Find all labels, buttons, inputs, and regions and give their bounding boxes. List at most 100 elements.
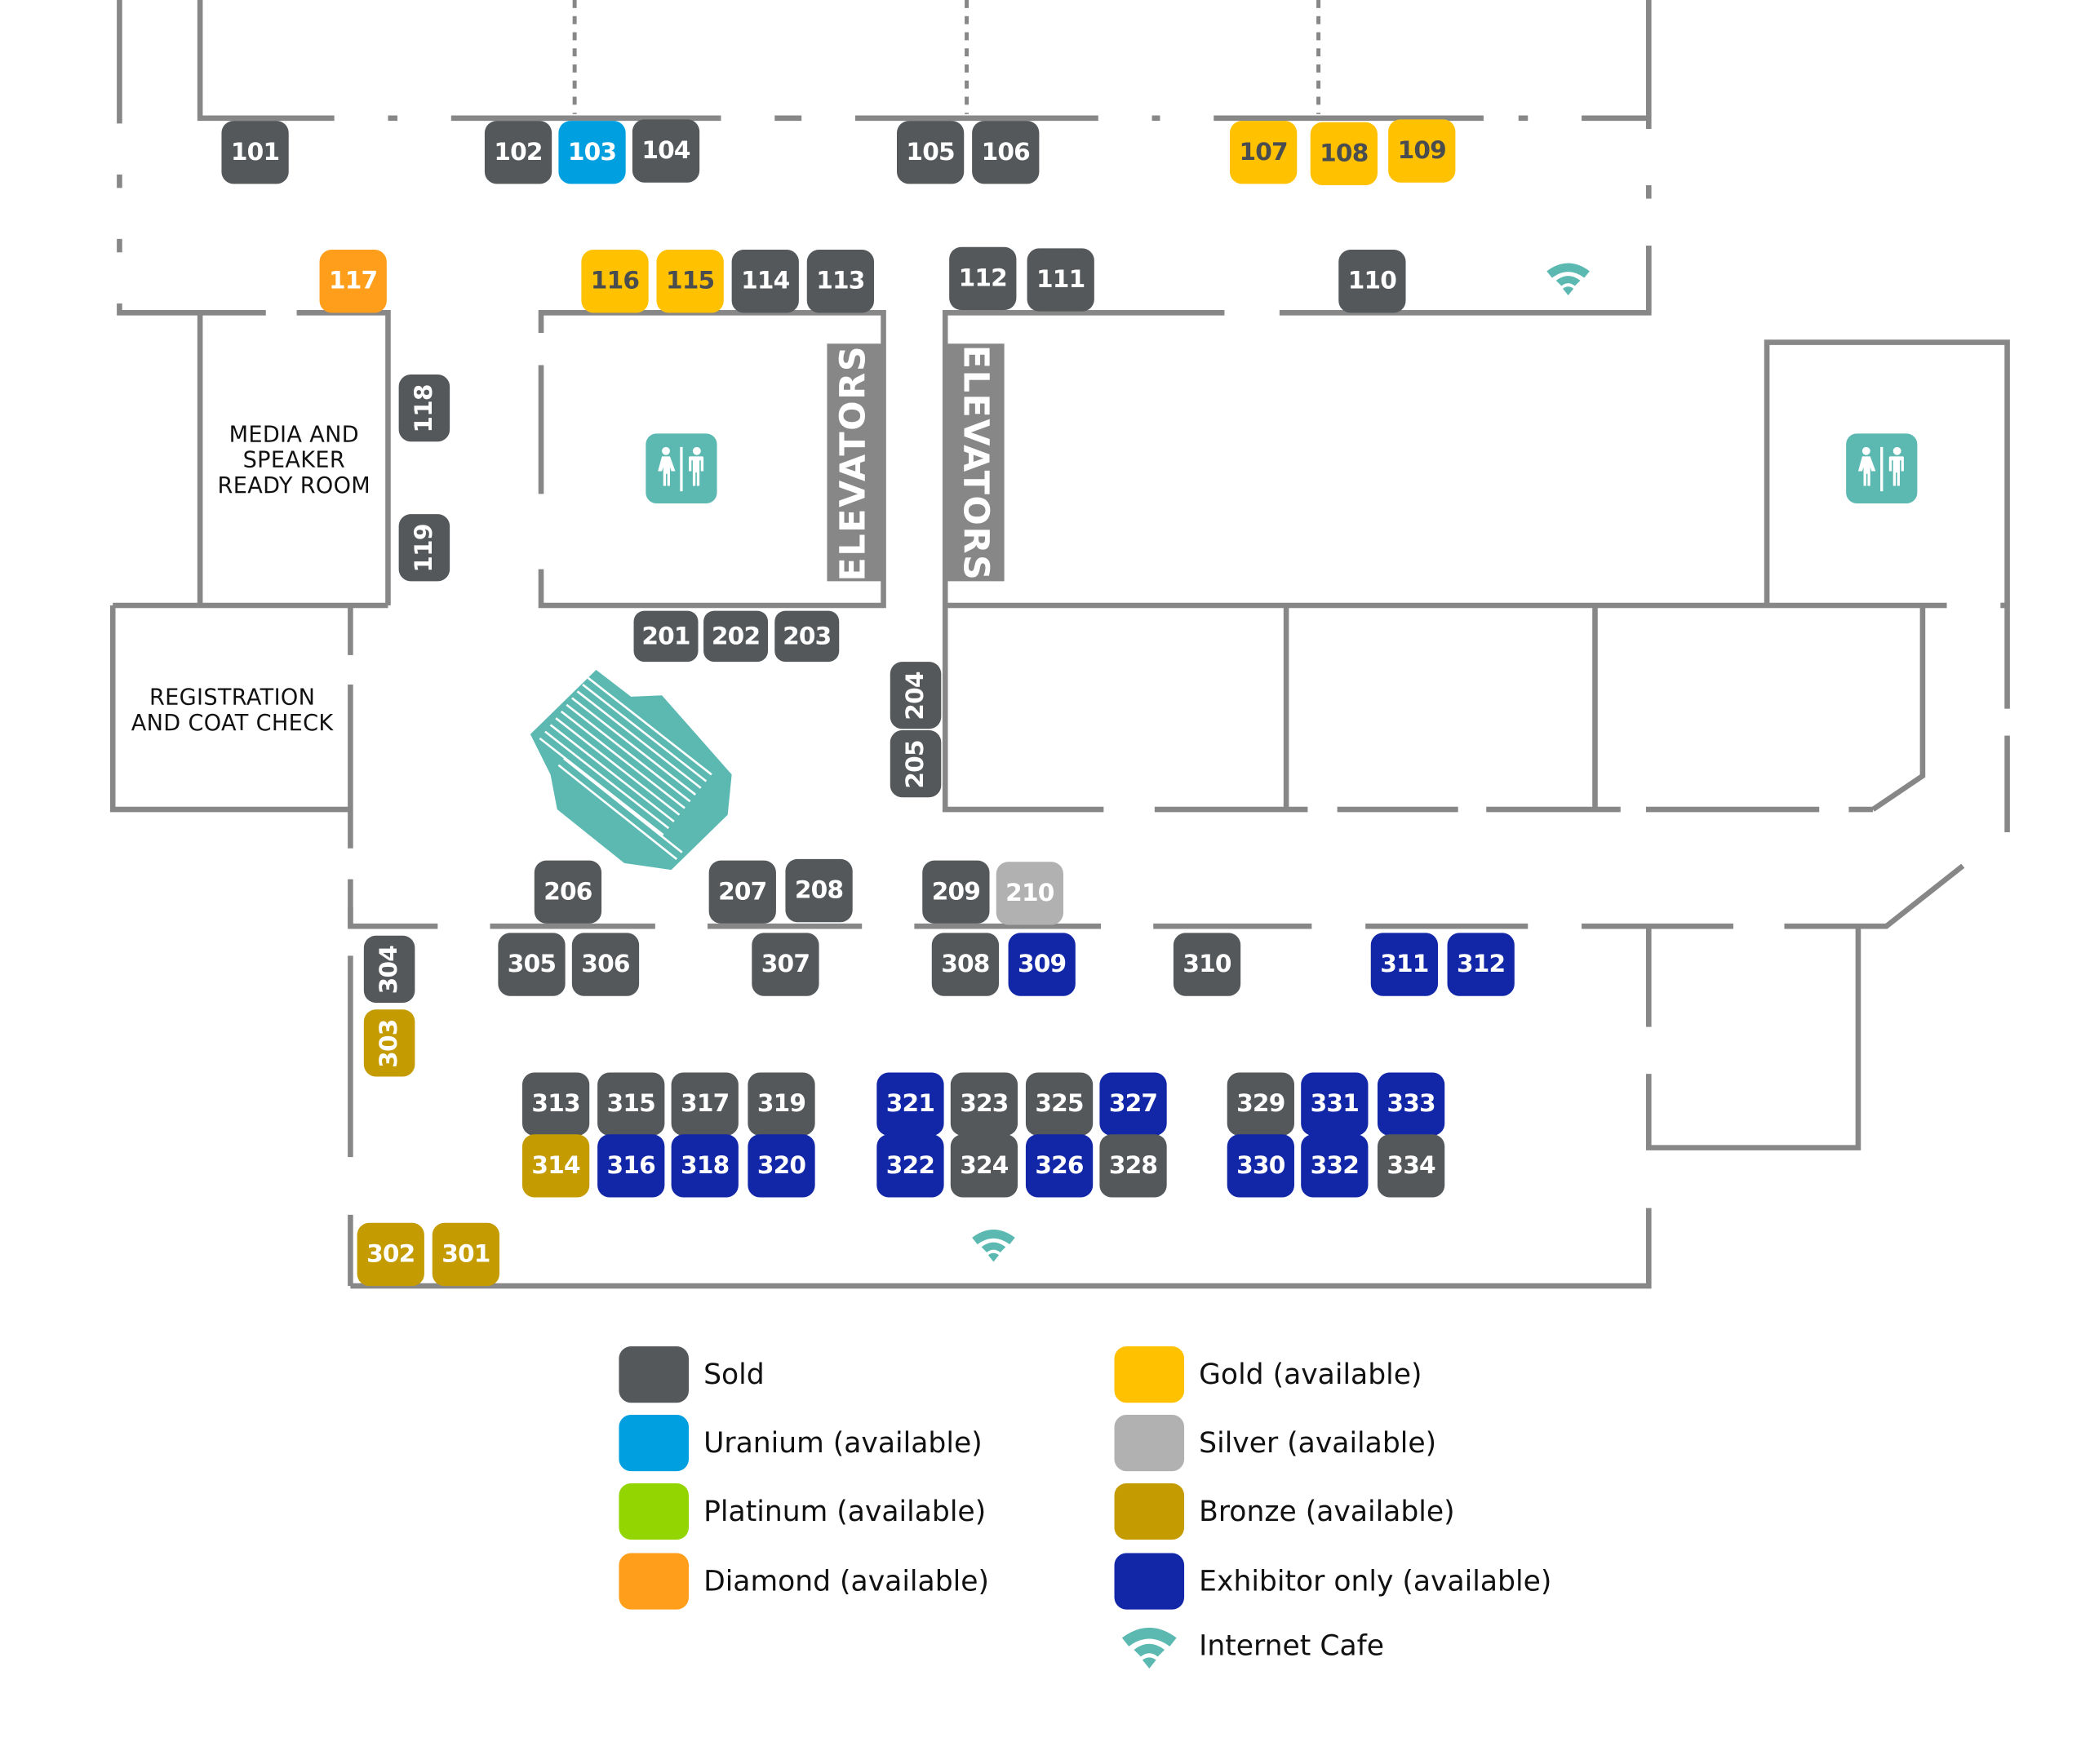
booth-301[interactable]: 301 xyxy=(432,1222,500,1287)
booth-319[interactable]: 319 xyxy=(748,1072,815,1136)
booth-number: 104 xyxy=(641,136,690,166)
booth-313[interactable]: 313 xyxy=(521,1072,590,1136)
legend-swatch-sold xyxy=(619,1346,689,1403)
booth-203[interactable]: 203 xyxy=(774,610,840,663)
booth-119[interactable]: 119 xyxy=(398,514,450,582)
booth-331[interactable]: 331 xyxy=(1301,1072,1369,1136)
booth-number: 311 xyxy=(1380,950,1429,979)
booth-103[interactable]: 103 xyxy=(558,121,626,184)
booth-302[interactable]: 302 xyxy=(357,1222,424,1287)
booth-116[interactable]: 116 xyxy=(581,250,649,313)
booth-334[interactable]: 334 xyxy=(1377,1134,1445,1198)
booth-324[interactable]: 324 xyxy=(950,1134,1018,1198)
elevators-left: ELEVATORS xyxy=(827,343,882,582)
booth-118[interactable]: 118 xyxy=(398,375,450,442)
booth-number: 119 xyxy=(410,523,439,572)
restroom-glyph xyxy=(1857,446,1904,492)
booth-322[interactable]: 322 xyxy=(876,1134,944,1198)
booth-number: 310 xyxy=(1182,950,1231,979)
booth-205[interactable]: 205 xyxy=(890,729,942,798)
booth-number: 314 xyxy=(531,1151,580,1181)
booth-329[interactable]: 329 xyxy=(1227,1072,1294,1136)
booth-number: 319 xyxy=(757,1089,806,1119)
booth-109[interactable]: 109 xyxy=(1388,119,1456,183)
legend-item-exhibitor: Exhibitor only (available) xyxy=(1114,1553,1552,1610)
booth-number: 333 xyxy=(1387,1089,1435,1119)
booth-318[interactable]: 318 xyxy=(671,1134,739,1198)
booth-328[interactable]: 328 xyxy=(1099,1134,1167,1198)
booth-number: 208 xyxy=(794,876,844,905)
booth-310[interactable]: 310 xyxy=(1173,933,1241,996)
booth-326[interactable]: 326 xyxy=(1025,1134,1094,1198)
legend-label: Uranium (available) xyxy=(703,1426,983,1460)
seating-rows xyxy=(539,676,712,860)
booth-206[interactable]: 206 xyxy=(534,860,602,924)
booth-311[interactable]: 311 xyxy=(1370,933,1439,996)
booth-207[interactable]: 207 xyxy=(708,860,776,924)
booth-number: 206 xyxy=(544,877,592,906)
booth-312[interactable]: 312 xyxy=(1447,933,1515,996)
booth-330[interactable]: 330 xyxy=(1227,1134,1294,1198)
booth-202[interactable]: 202 xyxy=(703,610,769,663)
booth-303[interactable]: 303 xyxy=(363,1009,415,1077)
booth-105[interactable]: 105 xyxy=(896,121,965,184)
booth-308[interactable]: 308 xyxy=(931,933,1000,996)
booth-320[interactable]: 320 xyxy=(748,1134,815,1198)
booth-number: 204 xyxy=(901,671,930,720)
legend-swatch-uranium xyxy=(619,1415,689,1472)
booth-106[interactable]: 106 xyxy=(972,121,1040,184)
booth-304[interactable]: 304 xyxy=(363,935,415,1003)
booth-307[interactable]: 307 xyxy=(752,933,819,996)
booth-number: 304 xyxy=(375,945,404,994)
booth-321[interactable]: 321 xyxy=(876,1072,944,1136)
booth-315[interactable]: 315 xyxy=(597,1072,665,1136)
booth-number: 111 xyxy=(1036,265,1085,295)
booth-209[interactable]: 209 xyxy=(922,860,990,924)
booth-number: 209 xyxy=(931,877,981,906)
legend-label: Gold (available) xyxy=(1199,1358,1422,1391)
booth-325[interactable]: 325 xyxy=(1025,1072,1094,1136)
booth-317[interactable]: 317 xyxy=(671,1072,739,1136)
booth-309[interactable]: 309 xyxy=(1008,933,1076,996)
restroom-icon-east xyxy=(1846,433,1918,503)
booth-332[interactable]: 332 xyxy=(1301,1134,1369,1198)
booth-107[interactable]: 107 xyxy=(1230,121,1298,184)
booth-201[interactable]: 201 xyxy=(633,610,699,663)
booth-112[interactable]: 112 xyxy=(949,246,1017,311)
booth-number: 110 xyxy=(1347,267,1397,295)
booth-327[interactable]: 327 xyxy=(1099,1072,1167,1136)
booth-number: 201 xyxy=(641,622,690,651)
legend-label: Exhibitor only (available) xyxy=(1199,1565,1552,1598)
legend-label: Diamond (available) xyxy=(703,1565,989,1598)
booth-101[interactable]: 101 xyxy=(221,121,289,184)
booth-204[interactable]: 204 xyxy=(890,662,942,729)
booth-108[interactable]: 108 xyxy=(1310,122,1378,186)
booth-314[interactable]: 314 xyxy=(521,1134,590,1198)
booth-number: 322 xyxy=(885,1151,935,1181)
booth-305[interactable]: 305 xyxy=(498,933,566,996)
legend-item-silver: Silver (available) xyxy=(1114,1415,1436,1472)
booth-208[interactable]: 208 xyxy=(785,858,853,923)
booth-104[interactable]: 104 xyxy=(632,119,700,183)
booth-number: 202 xyxy=(711,622,761,651)
booth-number: 326 xyxy=(1035,1151,1084,1181)
booth-114[interactable]: 114 xyxy=(731,250,799,313)
booth-number: 328 xyxy=(1108,1151,1158,1181)
booth-210[interactable]: 210 xyxy=(996,862,1063,925)
booth-number: 302 xyxy=(366,1240,415,1269)
booth-333[interactable]: 333 xyxy=(1377,1072,1445,1136)
booth-117[interactable]: 117 xyxy=(319,250,387,313)
booth-110[interactable]: 110 xyxy=(1338,250,1406,313)
booth-323[interactable]: 323 xyxy=(950,1072,1018,1136)
booth-102[interactable]: 102 xyxy=(484,121,552,184)
booth-115[interactable]: 115 xyxy=(656,250,724,313)
booth-113[interactable]: 113 xyxy=(806,250,875,313)
booth-316[interactable]: 316 xyxy=(597,1134,665,1198)
booth-111[interactable]: 111 xyxy=(1027,248,1094,312)
booth-306[interactable]: 306 xyxy=(571,933,640,996)
elevators-left-label: ELEVATORS xyxy=(834,343,875,581)
wifi-icon xyxy=(1546,263,1590,295)
legend-item-diamond: Diamond (available) xyxy=(619,1553,989,1610)
booth-number: 118 xyxy=(410,383,439,432)
booth-number: 203 xyxy=(783,622,832,651)
